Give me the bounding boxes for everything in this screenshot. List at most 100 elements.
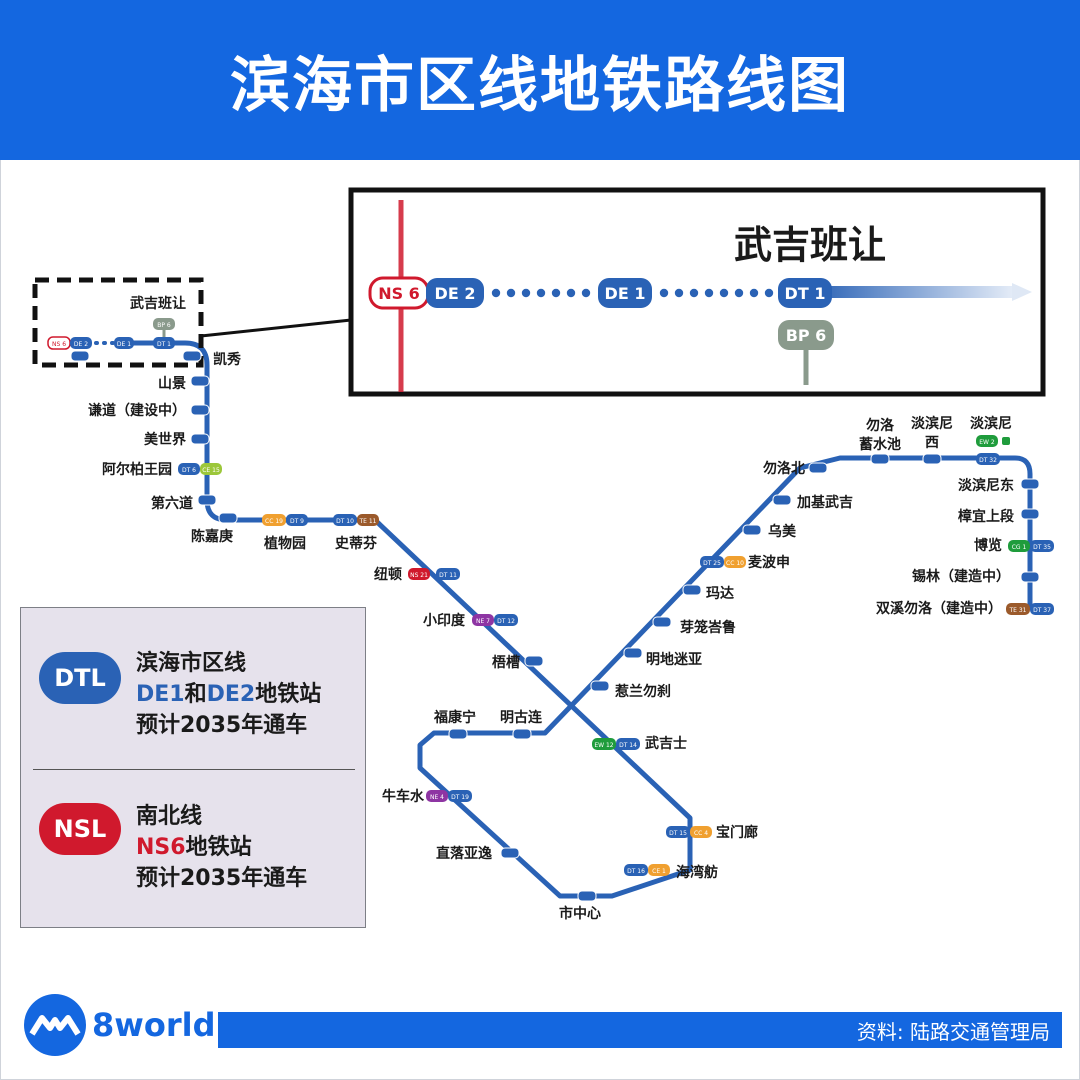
code-dt10: DT 10 (333, 514, 357, 526)
code-de1: DE 1 (114, 337, 134, 349)
svg-text:DT 1: DT 1 (157, 341, 171, 348)
code-dt14: DT 14 (616, 738, 640, 750)
svg-text:DT 32: DT 32 (979, 457, 997, 464)
station-label: 阿尔柏王园 (102, 461, 172, 478)
code-dt35: DT 35 (1030, 540, 1054, 552)
nsl-badge: NSL (39, 803, 121, 855)
station-marker (577, 890, 597, 902)
track-dot (689, 288, 699, 298)
code-ne4: NE 4 (426, 790, 448, 802)
code-cc19: CC 19 (262, 514, 286, 526)
svg-text:BP 6: BP 6 (786, 326, 827, 345)
inset-dotted-track (491, 288, 774, 298)
svg-text:CC 10: CC 10 (726, 560, 744, 567)
station-marker (182, 350, 202, 362)
station-label: 宝门廊 (716, 824, 758, 841)
svg-text:EW 12: EW 12 (594, 742, 613, 749)
inset-title: 武吉班让 (734, 223, 886, 267)
station-marker (512, 728, 532, 740)
svg-text:NS 6: NS 6 (378, 284, 420, 303)
track-dot (704, 288, 714, 298)
station-label: 山景 (158, 376, 186, 392)
station-markers (70, 350, 1040, 902)
station-label: 樟宜上段 (958, 508, 1014, 525)
station-marker (1020, 571, 1040, 583)
station-label: 市中心 (559, 905, 601, 922)
code-dt11: DT 11 (436, 568, 460, 580)
svg-text:CE 15: CE 15 (202, 467, 220, 474)
svg-text:DE 2: DE 2 (435, 284, 476, 303)
station-codes: NS 6 DE 2 DE 1 DT 1 BP 6 DT 6 CE 15 CC 1… (47, 318, 1054, 876)
track-dot (566, 288, 576, 298)
svg-text:DT 19: DT 19 (451, 794, 469, 801)
dtl-stations: DE1和DE2地铁站 (136, 679, 321, 710)
inset-code-ns: NS 6 (368, 276, 430, 310)
station-marker (682, 584, 702, 596)
dtl-suffix: 地铁站 (255, 682, 322, 707)
code-te31: TE 31 (1006, 603, 1030, 615)
station-label: 锡林（建造中） (912, 568, 1010, 585)
nsl-opening: 预计2035年通车 (136, 866, 308, 891)
svg-text:BP 6: BP 6 (157, 322, 171, 329)
track-dot (551, 288, 561, 298)
station-marker (772, 494, 792, 506)
brand-logo-icon (24, 994, 86, 1056)
code-dt1: DT 1 (153, 337, 175, 349)
header-bar: 滨海市区线地铁路线图 (0, 0, 1080, 160)
nsl-line-name: 南北线 (136, 804, 203, 829)
inset-dt-line (812, 286, 1012, 298)
dtl-and: 和 (184, 682, 207, 707)
track-dot (764, 288, 774, 298)
track-dot (506, 288, 516, 298)
code-ew12: EW 12 (592, 738, 616, 750)
dtl-line-name: 滨海市区线 (136, 651, 247, 676)
svg-text:TE 11: TE 11 (359, 518, 377, 525)
station-label: 淡滨尼东 (958, 477, 1014, 494)
station-label: 芽笼峇鲁 (680, 619, 736, 636)
station-marker (623, 647, 643, 659)
nsl-suffix: 地铁站 (185, 835, 252, 860)
svg-text:DT 25: DT 25 (703, 560, 721, 567)
station-marker (870, 453, 890, 465)
code-dt19: DT 19 (448, 790, 472, 802)
station-marker (808, 462, 828, 474)
code-dt25: DT 25 (700, 556, 724, 568)
dtl-badge: DTL (39, 652, 121, 704)
inset-code-de1: DE 1 (598, 278, 652, 308)
track-dot (536, 288, 546, 298)
svg-text:DT 6: DT 6 (182, 467, 196, 474)
svg-text:NS 6: NS 6 (52, 341, 66, 348)
code-ns21: NS 21 (408, 568, 430, 580)
legend-nsl: NSL 南北线 NS6地铁站 预计2035年通车 (21, 773, 365, 923)
svg-text:NE 7: NE 7 (476, 618, 490, 625)
brand-name: 8world (92, 1006, 216, 1044)
focus-box (32, 277, 204, 368)
svg-text:DE 1: DE 1 (117, 341, 131, 348)
station-label: 美世界 (144, 431, 187, 448)
nsl-description: 南北线 NS6地铁站 预计2035年通车 (136, 801, 307, 894)
station-label: 植物园 (263, 535, 306, 552)
station-label: 惹兰勿刹 (614, 683, 671, 700)
svg-text:CC 4: CC 4 (694, 830, 708, 837)
svg-text:DT 15: DT 15 (669, 830, 687, 837)
station-label: 海湾舫 (676, 864, 718, 881)
station-label: 蓄水池 (859, 436, 901, 453)
track-dot (521, 288, 531, 298)
track-dot (581, 288, 591, 298)
station-marker (190, 433, 210, 445)
station-label: 直落亚逸 (436, 845, 492, 862)
station-marker (1020, 508, 1040, 520)
page-title: 滨海市区线地铁路线图 (230, 50, 850, 121)
nsl-code-ns6: NS6 (136, 835, 186, 860)
station-marker (190, 404, 210, 416)
code-dt9: DT 9 (286, 514, 308, 526)
station-marker (70, 350, 90, 362)
track-dot (674, 288, 684, 298)
station-label: 双溪勿洛（建造中） (876, 600, 1002, 617)
track-dot (491, 288, 501, 298)
legend-panel: DTL 滨海市区线 DE1和DE2地铁站 预计2035年通车 NSL 南北线 N… (20, 607, 366, 928)
inset-code-de2: DE 2 (426, 278, 484, 308)
dtl-description: 滨海市区线 DE1和DE2地铁站 预计2035年通车 (136, 648, 321, 741)
brand-logo: 8world (24, 994, 215, 1056)
station-marker (190, 375, 210, 387)
